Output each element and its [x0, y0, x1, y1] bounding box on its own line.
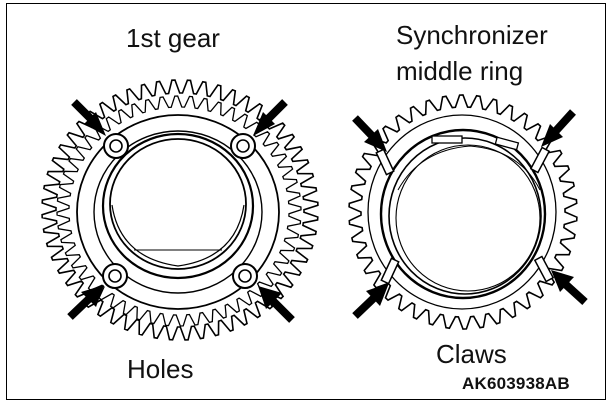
ring-slot-top-right: [494, 136, 520, 151]
arrow-claw-bottom-right: [551, 270, 588, 305]
ring-claw-bottom-left: [380, 257, 400, 285]
holes-label: Holes: [127, 354, 194, 384]
arrow-claw-top-left: [352, 115, 387, 152]
gear-bore-depth-line: [111, 204, 245, 267]
ring-claw-top-right: [529, 146, 551, 174]
ring-back-edge: [397, 145, 541, 191]
arrow-claw-bottom-left: [352, 283, 389, 319]
claws-label: Claws: [436, 339, 507, 369]
arrow-hole-top-left: [71, 99, 106, 136]
gear-face-inner-rim: [93, 130, 263, 294]
synchronizer-middle-ring: [348, 94, 578, 330]
gear-hole-bottom-left: [102, 263, 128, 289]
ring-claw-top-left: [375, 148, 395, 176]
ring-claw-bottom-right: [533, 255, 555, 283]
ring-inner-wall: [395, 144, 541, 292]
gear-bore-outer: [101, 132, 255, 280]
arrow-hole-bottom-right: [258, 286, 295, 323]
ring-root-circle: [367, 114, 557, 310]
ring-label-line2: middle ring: [396, 56, 524, 86]
figure-code: AK603938AB: [462, 374, 570, 393]
ring-outer-lip: [379, 128, 547, 300]
gear-hole-bottom-right: [232, 263, 258, 289]
ring-inner-lip: [388, 137, 542, 295]
gear-label: 1st gear: [126, 23, 220, 53]
gear-hole-top-right: [230, 133, 256, 159]
ring-label-line1: Synchronizer: [396, 20, 548, 50]
gear-hole-top-left: [103, 133, 129, 159]
ring-slot-top: [431, 135, 463, 144]
arrow-claw-top-right: [541, 109, 576, 147]
first-gear: [41, 79, 319, 341]
arrow-hole-top-right: [253, 99, 288, 136]
arrow-hole-bottom-left: [67, 285, 104, 320]
gear-bore-inner: [109, 138, 247, 270]
